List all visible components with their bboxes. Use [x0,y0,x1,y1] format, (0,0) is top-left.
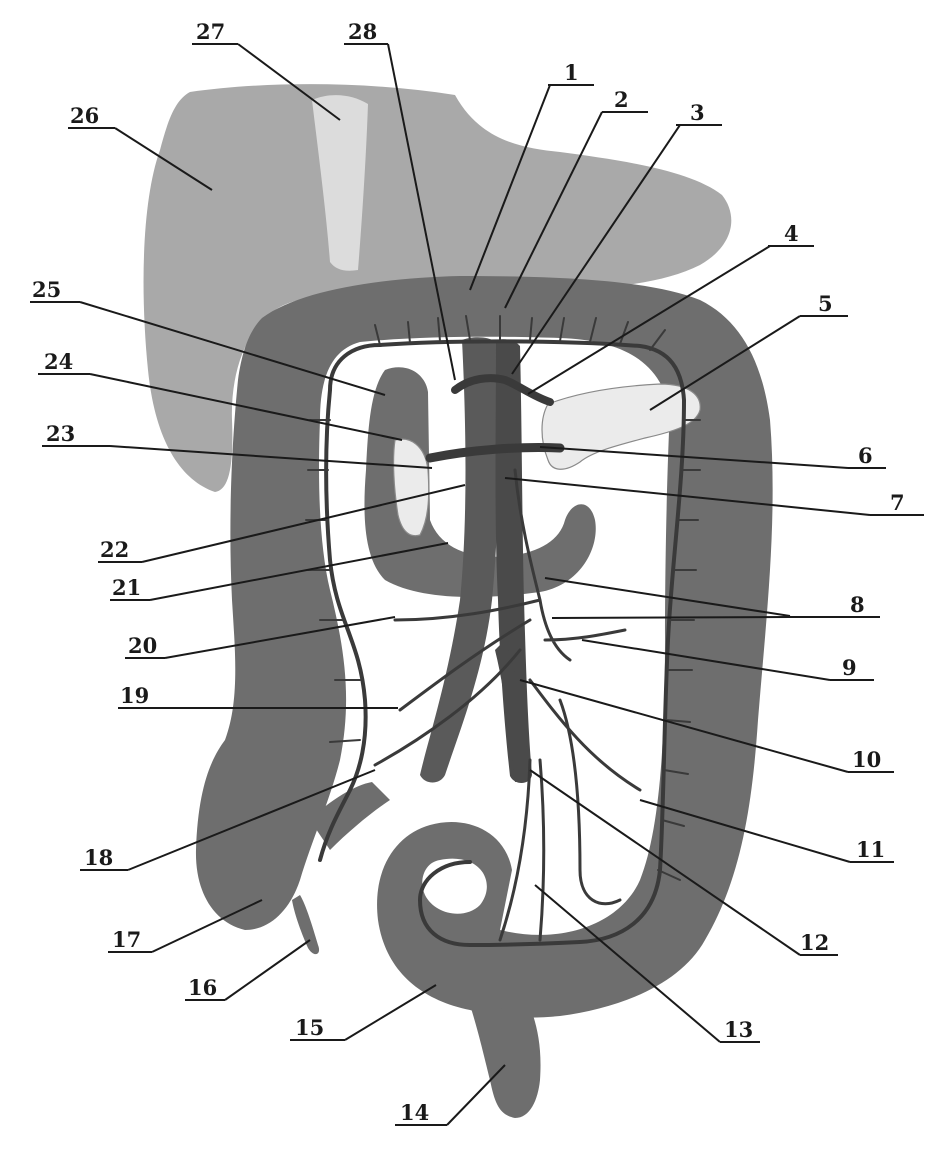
label-18: 18 [84,845,113,870]
label-9: 9 [842,655,857,680]
common-iliac-left [495,640,530,782]
label-6: 6 [858,443,873,468]
leader-3 [511,124,681,375]
leader-13 [534,884,721,1043]
leader-9 [581,639,831,681]
label-28: 28 [348,19,377,44]
rectum [470,1005,541,1118]
leader-27 [237,43,341,121]
vasa-recta [305,315,701,881]
label-5: 5 [818,291,833,316]
duodenum [364,367,596,597]
leader-6 [539,446,849,469]
label-17: 17 [112,927,141,952]
leader-8b [551,616,791,619]
label-3: 3 [690,100,705,125]
label-15: 15 [295,1015,324,1040]
label-underlines [30,43,924,1126]
leader-1 [469,84,551,291]
colon [195,276,773,1018]
label-4: 4 [784,221,799,246]
leader-7 [504,477,871,516]
label-16: 16 [188,975,217,1000]
falciform-ligament [312,95,368,271]
leader-11 [639,799,851,863]
label-22: 22 [100,537,129,562]
leader-16 [224,939,311,1001]
leader-lines [79,43,871,1126]
label-21: 21 [112,575,141,600]
leader-18 [127,769,376,871]
leader-17 [151,899,263,953]
leader-24 [89,373,403,441]
label-13: 13 [724,1017,753,1042]
leader-8a [544,577,791,617]
label-7: 7 [890,490,905,515]
leader-2 [504,111,603,309]
leader-10 [519,679,849,773]
label-1: 1 [564,60,579,85]
label-2: 2 [614,87,629,112]
leader-12 [529,769,801,956]
label-25: 25 [32,277,61,302]
pancreas [541,383,701,470]
leader-4 [527,245,771,395]
leader-21 [149,542,449,601]
leader-20 [164,616,396,659]
leader-28 [387,43,456,381]
marginal-arcade [318,339,686,947]
pancreas-head [392,438,430,537]
labels: 1 2 3 4 5 6 7 8 9 10 11 12 13 14 15 16 1… [32,19,905,1125]
leader-22 [141,484,466,563]
label-12: 12 [800,930,829,955]
leader-14 [446,1064,506,1126]
label-26: 26 [70,103,99,128]
leader-25 [79,301,386,396]
leader-5 [649,315,801,411]
superior-mesenteric-branches [373,468,642,942]
label-24: 24 [44,349,73,374]
appendix [292,895,320,955]
label-19: 19 [120,683,149,708]
label-27: 27 [196,19,225,44]
label-20: 20 [128,633,157,658]
leader-15 [344,984,437,1041]
leader-23 [109,445,433,469]
label-11: 11 [856,837,885,862]
celiac-branch [451,374,554,406]
label-14: 14 [400,1100,429,1125]
label-10: 10 [852,747,881,772]
leader-26 [114,127,213,191]
label-23: 23 [46,421,75,446]
label-8: 8 [850,592,865,617]
